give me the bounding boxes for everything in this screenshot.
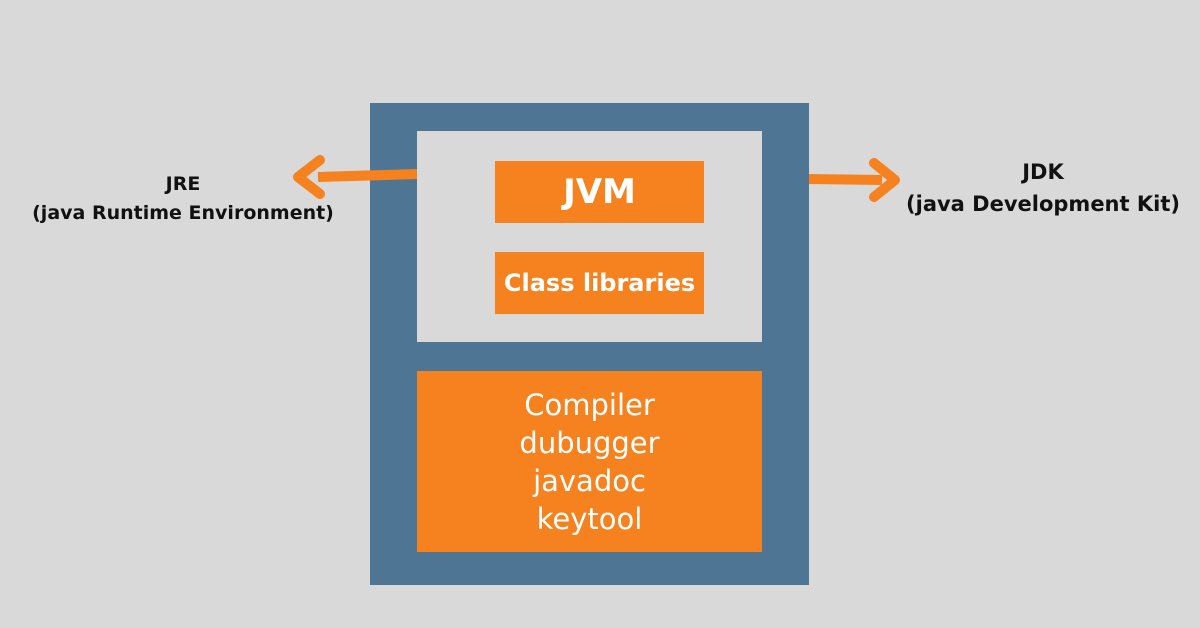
jvm-block: JVM [495,161,704,223]
tool-javadoc: javadoc [533,463,646,498]
jre-arrow-icon [293,155,418,199]
jdk-arrow-icon [808,158,900,202]
tool-compiler: Compiler [524,387,655,422]
dev-tools-box: Compiler dubugger javadoc keytool [417,371,762,552]
class-libraries-label: Class libraries [503,269,696,297]
jdk-title: JDK [1022,160,1064,184]
jre-label: JRE (java Runtime Environment) [22,170,344,228]
jdk-label: JDK (java Development Kit) [895,156,1191,220]
tool-keytool: keytool [536,501,643,536]
jre-subtitle: (java Runtime Environment) [32,202,334,224]
jvm-label: JVM [563,172,636,212]
class-libraries-block: Class libraries [495,252,704,314]
jre-title: JRE [165,173,201,195]
tool-debugger: dubugger [519,425,660,460]
jdk-subtitle: (java Development Kit) [906,192,1180,216]
